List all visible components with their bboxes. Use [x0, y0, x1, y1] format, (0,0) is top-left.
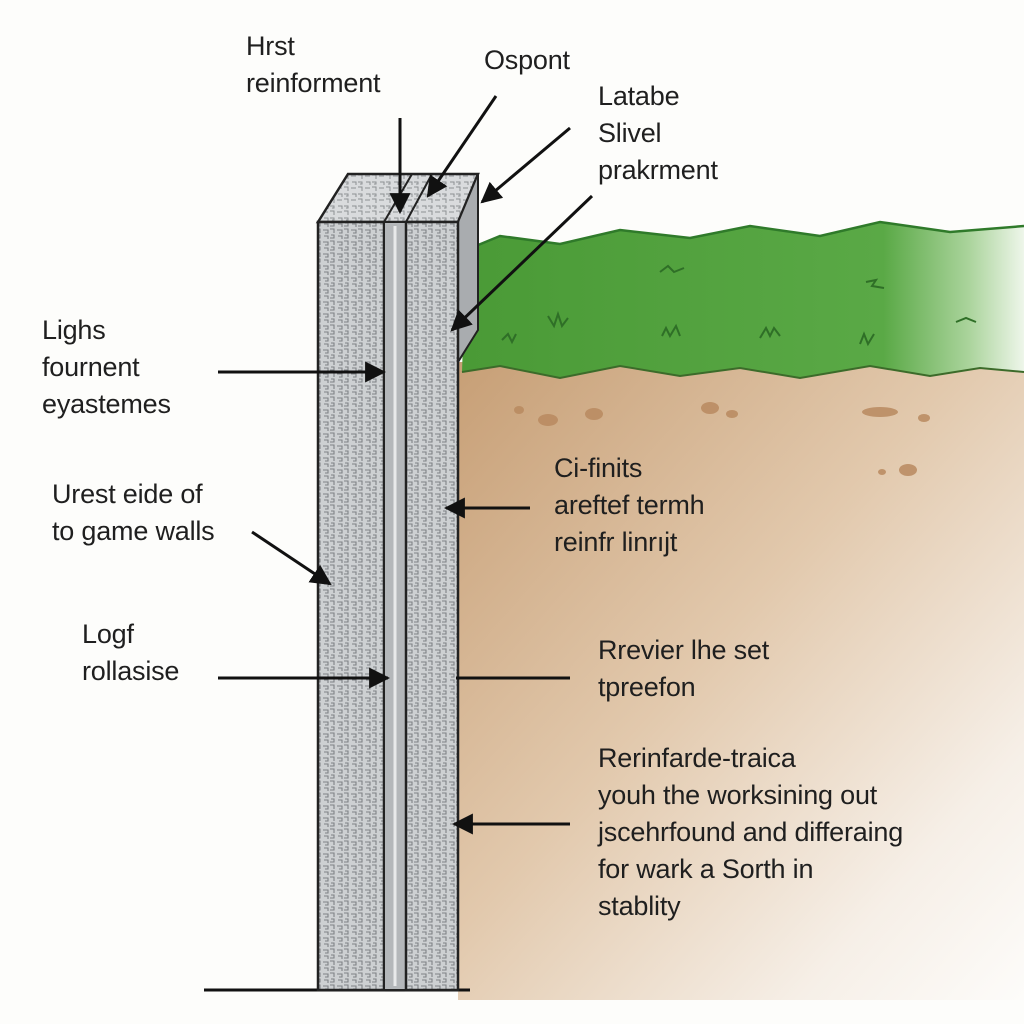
- label-ci-finits-line-1: Ci-finits: [554, 453, 643, 483]
- label-rrevier-line-1: Rrevier lhe set: [598, 635, 770, 665]
- label-first-reinforcement-line-1: Hrst: [246, 31, 295, 61]
- label-logf-line-2: rollasise: [82, 656, 180, 686]
- label-lighs: Lighs fournent eyastemes: [42, 312, 171, 423]
- label-latabe: Latabe Slivel prakrment: [598, 78, 718, 189]
- label-rrevier: Rrevier lhe set tpreefon: [598, 632, 769, 706]
- label-ospont: Ospont: [484, 42, 570, 79]
- grass-surface: [462, 222, 1024, 378]
- label-first-reinforcement-line-2: reinforment: [246, 68, 381, 98]
- soil-region: [458, 362, 1024, 1000]
- label-urest-line-2: to game walls: [52, 516, 215, 546]
- label-logf-line-1: Logf: [82, 619, 134, 649]
- label-ci-finits-line-2: areftef termh: [554, 490, 705, 520]
- arrow-ospont: [426, 95, 498, 198]
- soil-pebbles: [514, 402, 930, 476]
- label-latabe-line-2: Slivel: [598, 118, 662, 148]
- label-urest-line-1: Urest eide of: [52, 479, 203, 509]
- label-rerinfarde-line-3: jsсehrfound and differaing: [598, 817, 904, 847]
- arrow-latabe: [480, 126, 571, 204]
- label-first-reinforcement: Hrst reinforment: [246, 28, 381, 102]
- label-lighs-line-2: fournent: [42, 352, 140, 382]
- label-urest: Urest eide of to game walls: [52, 476, 215, 550]
- arrow-urest: [251, 530, 332, 586]
- arrow-prakrment: [450, 194, 594, 332]
- label-logf: Logf rollasise: [82, 616, 179, 690]
- label-ospont-line-1: Ospont: [484, 45, 570, 75]
- label-lighs-line-3: eyastemes: [42, 389, 171, 419]
- label-lighs-line-1: Lighs: [42, 315, 106, 345]
- label-ci-finits-line-3: reinfr linrıjt: [554, 527, 678, 557]
- label-rerinfarde-line-1: Rerinfarde-traica: [598, 743, 796, 773]
- wall-right-panel: [404, 220, 460, 992]
- label-rerinfarde: Rerinfarde-traica youh the worksining ou…: [598, 740, 903, 925]
- grass-tufts: [501, 264, 977, 347]
- label-latabe-line-1: Latabe: [598, 81, 680, 111]
- wall-left-panel: [316, 220, 386, 992]
- label-ci-finits: Ci-finits areftef termh reinfr linrıjt: [554, 450, 705, 561]
- leader-lines: [218, 95, 594, 835]
- label-rrevier-line-2: tpreefon: [598, 672, 696, 702]
- label-rerinfarde-line-4: for wark a Sorth in: [598, 854, 814, 884]
- label-rerinfarde-line-2: youh the worksining out: [598, 780, 878, 810]
- label-latabe-line-3: prakrment: [598, 155, 718, 185]
- label-rerinfarde-line-5: stablity: [598, 891, 681, 921]
